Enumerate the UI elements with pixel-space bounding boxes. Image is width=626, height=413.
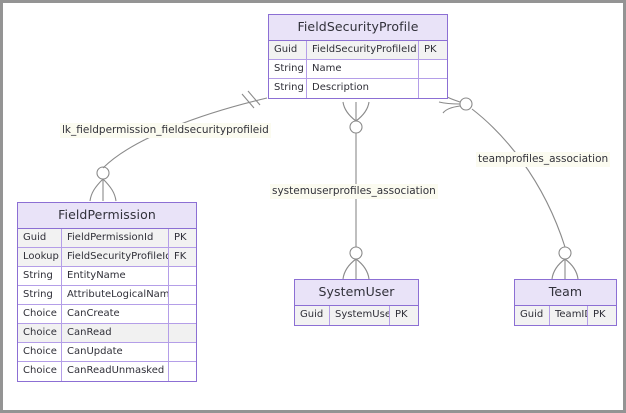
attribute-row[interactable]: Choice CanRead: [18, 323, 196, 343]
relationship-label-teamprofiles[interactable]: teamprofiles_association: [476, 152, 611, 167]
entity-systemuser[interactable]: SystemUser Guid SystemUserId PK: [294, 279, 419, 326]
attribute-row[interactable]: Guid TeamID PK: [515, 305, 616, 325]
attribute-row[interactable]: Guid SystemUserId PK: [295, 305, 418, 325]
attribute-row[interactable]: Choice CanCreate: [18, 304, 196, 324]
attribute-name: Name: [307, 59, 419, 78]
attribute-key: [169, 324, 196, 342]
attribute-type: Choice: [18, 304, 62, 323]
attribute-type: Choice: [18, 342, 62, 361]
attribute-key: [169, 286, 196, 304]
attribute-type: Choice: [18, 323, 62, 342]
attribute-key: PK: [424, 43, 437, 55]
attribute-name: CanUpdate: [62, 342, 169, 361]
attribute-key: PK: [174, 231, 187, 243]
attribute-row[interactable]: Choice CanReadUnmasked: [18, 361, 196, 381]
attribute-row[interactable]: Choice CanUpdate: [18, 342, 196, 362]
attribute-row[interactable]: String Description: [269, 78, 447, 98]
attribute-type: Guid: [515, 305, 550, 325]
attribute-name: TeamID: [550, 305, 588, 325]
attribute-key: [419, 79, 447, 98]
entity-title: FieldSecurityProfile: [269, 15, 447, 41]
attribute-name: EntityName: [62, 266, 169, 285]
attribute-row[interactable]: String Name: [269, 59, 447, 79]
attribute-key: [169, 343, 196, 361]
attribute-type: String: [269, 59, 307, 78]
attribute-name: FieldSecurityProfileId: [307, 40, 419, 59]
attribute-type: String: [18, 266, 62, 285]
attribute-key: [169, 362, 196, 381]
attribute-name: FieldSecurityProfileId: [62, 247, 169, 266]
attribute-row[interactable]: String AttributeLogicalName: [18, 285, 196, 305]
attribute-type: String: [269, 78, 307, 98]
attribute-name: CanCreate: [62, 304, 169, 323]
attribute-key: [419, 60, 447, 78]
attribute-row[interactable]: Guid FieldSecurityProfileId PK: [269, 40, 447, 60]
entity-title: FieldPermission: [18, 203, 196, 229]
attribute-name: SystemUserId: [330, 305, 390, 325]
attribute-type: Guid: [269, 40, 307, 59]
entity-team[interactable]: Team Guid TeamID PK: [514, 279, 617, 326]
attribute-row[interactable]: Lookup FieldSecurityProfileId FK: [18, 247, 196, 267]
attribute-key: PK: [593, 308, 606, 320]
attribute-name: AttributeLogicalName: [62, 285, 169, 304]
attribute-key: [169, 267, 196, 285]
entity-fieldpermission[interactable]: FieldPermission Guid FieldPermissionId P…: [17, 202, 197, 382]
attribute-type: Guid: [18, 228, 62, 247]
attribute-type: String: [18, 285, 62, 304]
attribute-type: Lookup: [18, 247, 62, 266]
attribute-name: CanRead: [62, 323, 169, 342]
attribute-name: FieldPermissionId: [62, 228, 169, 247]
relationship-label-lk-fieldpermission[interactable]: lk_fieldpermission_fieldsecurityprofilei…: [60, 123, 271, 138]
attribute-key: FK: [174, 250, 187, 262]
entity-title: Team: [515, 280, 616, 306]
relationship-label-systemuserprofiles[interactable]: systemuserprofiles_association: [270, 184, 438, 199]
attribute-row[interactable]: Guid FieldPermissionId PK: [18, 228, 196, 248]
entity-fieldsecurityprofile[interactable]: FieldSecurityProfile Guid FieldSecurityP…: [268, 14, 448, 99]
attribute-type: Choice: [18, 361, 62, 381]
attribute-type: Guid: [295, 305, 330, 325]
attribute-key: PK: [395, 308, 408, 320]
attribute-name: CanReadUnmasked: [62, 361, 169, 381]
attribute-name: Description: [307, 78, 419, 98]
attribute-key: [169, 305, 196, 323]
entity-title: SystemUser: [295, 280, 418, 306]
attribute-row[interactable]: String EntityName: [18, 266, 196, 286]
